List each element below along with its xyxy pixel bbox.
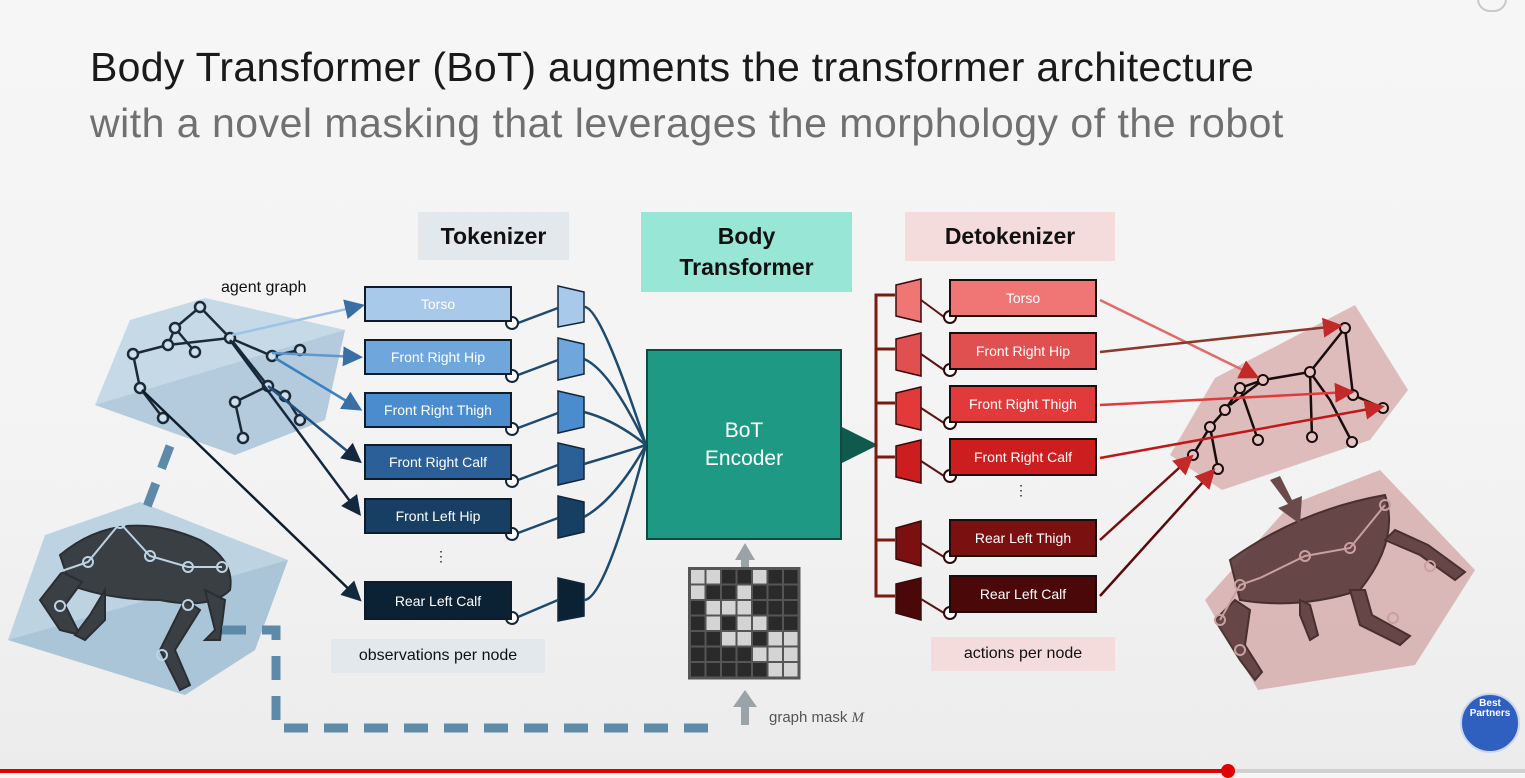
graph-mask-matrix (688, 567, 801, 680)
mask-cell (737, 616, 751, 630)
mask-cell (784, 647, 798, 661)
mask-cell (768, 570, 782, 584)
act-node-front-right-calf: Front Right Calf (949, 438, 1097, 476)
mask-cell (784, 601, 798, 615)
obs-node-front-left-hip: Front Left Hip (364, 498, 512, 534)
robot-joints-left (44, 517, 228, 661)
dashed-connectors (140, 444, 718, 733)
mask-cell (691, 632, 705, 646)
graph-mask-text: graph mask (769, 709, 848, 726)
robot-body-right (1213, 493, 1467, 682)
mask-cell (706, 570, 720, 584)
mask-cell (706, 585, 720, 599)
mask-cell (784, 585, 798, 599)
graph-mask-label: graph mask M (769, 709, 864, 727)
mask-cell (691, 663, 705, 677)
mask-cell (768, 663, 782, 677)
obs-node-torso: Torso (364, 286, 512, 322)
mask-cell (706, 663, 720, 677)
mask-cell (706, 616, 720, 630)
mask-cell (784, 632, 798, 646)
mask-cell (706, 647, 720, 661)
mask-cell (768, 647, 782, 661)
mask-cell (753, 570, 767, 584)
mask-cell (753, 663, 767, 677)
act-node-front-right-thigh: Front Right Thigh (949, 385, 1097, 423)
act-ellipsis: ⋮ (1014, 482, 1028, 498)
slide-subtitle: with a novel masking that leverages the … (90, 100, 1284, 146)
bot-encoder: BoT Encoder (646, 349, 842, 540)
video-scrubber-handle[interactable] (1220, 764, 1235, 778)
obs-node-rear-left-calf: Rear Left Calf (364, 581, 512, 620)
mask-cell (691, 601, 705, 615)
obs-node-front-right-thigh: Front Right Thigh (364, 392, 512, 428)
mask-cell (784, 570, 798, 584)
mask-cell (722, 585, 736, 599)
mask-cell (691, 585, 705, 599)
detokenizer-bus (874, 293, 895, 598)
mask-cell (691, 570, 705, 584)
mask-cell (768, 616, 782, 630)
act-node-torso: Torso (949, 279, 1097, 317)
detokenizer-linear-layers (895, 278, 922, 621)
mask-cell (722, 663, 736, 677)
mask-cell (737, 647, 751, 661)
mask-cell (768, 601, 782, 615)
mask-cell (753, 585, 767, 599)
mask-cell (737, 585, 751, 599)
mask-cell (737, 570, 751, 584)
mask-cell (768, 585, 782, 599)
observations-caption: observations per node (331, 639, 545, 673)
mask-cell (784, 663, 798, 677)
mask-cell (722, 601, 736, 615)
encoder-label-line1: BoT (724, 418, 764, 442)
obs-node-front-right-calf: Front Right Calf (364, 444, 512, 480)
tokenizer-header: Tokenizer (418, 212, 569, 260)
agent-graph-label: agent graph (221, 279, 307, 296)
mask-cell (722, 632, 736, 646)
mask-cell (737, 601, 751, 615)
detokenizer-header: Detokenizer (905, 212, 1115, 261)
mask-cell (706, 632, 720, 646)
down-arrow-right (1270, 476, 1302, 524)
mask-cell (722, 570, 736, 584)
mask-cell (753, 632, 767, 646)
obs-ellipsis: ⋮ (434, 548, 448, 564)
act-node-front-right-hip: Front Right Hip (949, 332, 1097, 370)
mask-cell (722, 647, 736, 661)
obs-node-front-right-hip: Front Right Hip (364, 339, 512, 375)
mask-cell (768, 632, 782, 646)
mask-cell (753, 616, 767, 630)
mask-cell (706, 601, 720, 615)
body-transformer-header: Body Transformer (641, 212, 852, 292)
mask-cell (753, 601, 767, 615)
slide-title: Body Transformer (BoT) augments the tran… (90, 44, 1255, 90)
mask-cell (753, 647, 767, 661)
mask-cell (722, 616, 736, 630)
mask-cell (691, 647, 705, 661)
graph-mask-symbol: M (851, 710, 865, 726)
act-node-rear-left-calf: Rear Left Calf (949, 575, 1097, 613)
mask-cell (784, 616, 798, 630)
mask-cell (737, 663, 751, 677)
robot-box-right-top (1170, 305, 1408, 490)
channel-logo[interactable]: Best Partners (1460, 693, 1520, 753)
mask-cell (737, 632, 751, 646)
act-node-rear-left-thigh: Rear Left Thigh (949, 519, 1097, 557)
video-progress-bar[interactable] (0, 764, 1525, 778)
encoder-label-line2: Encoder (704, 446, 784, 470)
actions-caption: actions per node (931, 637, 1115, 671)
tokenizer-linear-layers (557, 285, 585, 622)
video-progress-fill (0, 769, 1228, 773)
mask-cell (691, 616, 705, 630)
